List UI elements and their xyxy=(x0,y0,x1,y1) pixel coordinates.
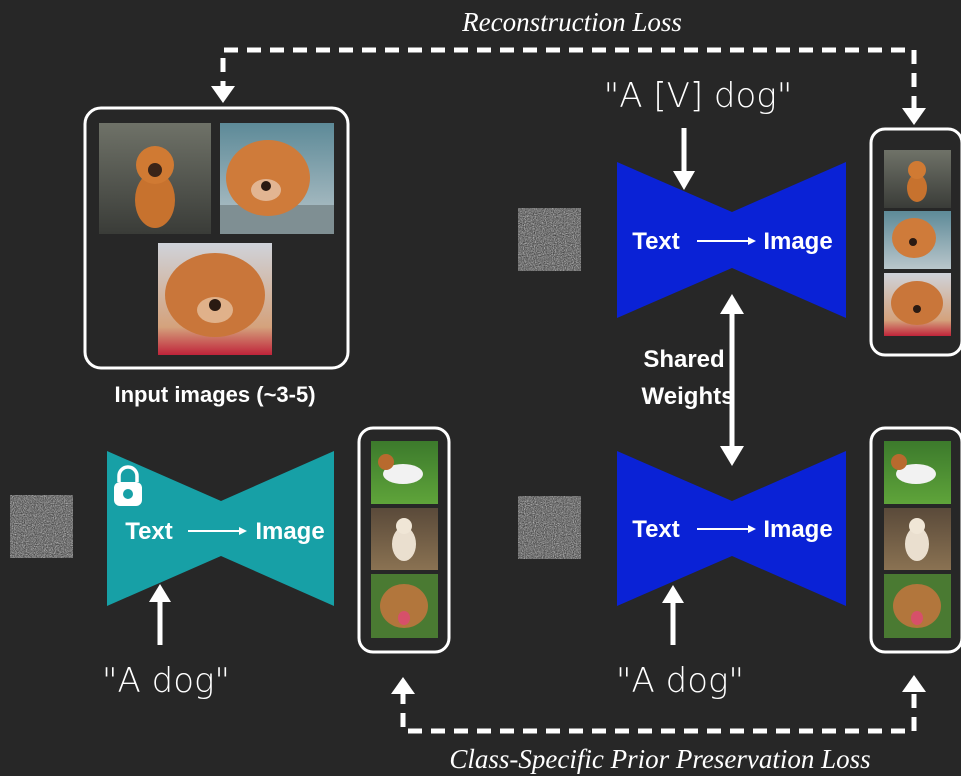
prompt-arrow-bottom-left xyxy=(149,584,171,645)
input-image-1 xyxy=(99,123,211,234)
shared-weights-label-line2: Weights xyxy=(642,383,735,410)
prior-output-stack-left xyxy=(357,426,451,654)
input-image-3 xyxy=(158,243,272,355)
reconstruction-loss-connector xyxy=(211,47,926,125)
noise-input-top xyxy=(518,208,581,271)
model-image-label: Image xyxy=(255,518,324,545)
prompt-arrow-bottom-right xyxy=(662,585,684,645)
noise-input-bottom-left xyxy=(10,495,73,558)
shared-weights-arrow xyxy=(720,294,744,466)
prior-image-1 xyxy=(884,441,951,504)
frozen-model: Text Image xyxy=(107,451,334,606)
noise-input-bottom-right xyxy=(518,496,581,559)
reconstruction-output-stack xyxy=(869,127,961,357)
model-text-label: Text xyxy=(632,516,680,543)
prior-image-2 xyxy=(884,508,951,570)
reconstructed-image-1 xyxy=(884,150,951,208)
prior-preservation-loss-label: Class-Specific Prior Preservation Loss xyxy=(449,744,870,774)
prompt-label-bottom-left: "A dog" xyxy=(102,661,230,701)
prior-image-3 xyxy=(371,574,438,638)
model-image-label: Image xyxy=(763,516,832,543)
input-images-panel xyxy=(83,106,350,370)
reconstructed-image-2 xyxy=(884,211,951,269)
model-text-label: Text xyxy=(125,518,173,545)
reconstructed-image-3 xyxy=(884,273,951,336)
prior-image-1 xyxy=(371,441,438,504)
reconstruction-loss-label: Reconstruction Loss xyxy=(461,7,682,37)
input-image-2 xyxy=(220,123,334,234)
shared-weights-label-line1: Shared xyxy=(643,346,724,373)
trainable-model-bottom: Text Image xyxy=(617,451,846,606)
prior-image-3 xyxy=(884,574,951,638)
lock-icon xyxy=(114,465,142,506)
prior-preservation-loss-connector xyxy=(391,675,926,734)
model-image-label: Image xyxy=(763,228,832,255)
prompt-label-bottom-right: "A dog" xyxy=(616,661,744,701)
prompt-arrow-top xyxy=(673,128,695,190)
model-text-label: Text xyxy=(632,228,680,255)
prior-image-2 xyxy=(371,508,438,570)
prior-output-stack-right xyxy=(869,426,961,654)
input-images-caption: Input images (~3-5) xyxy=(114,382,315,407)
trainable-model-top: Text Image xyxy=(617,162,846,318)
prompt-label-top: "A [V] dog" xyxy=(604,76,793,116)
